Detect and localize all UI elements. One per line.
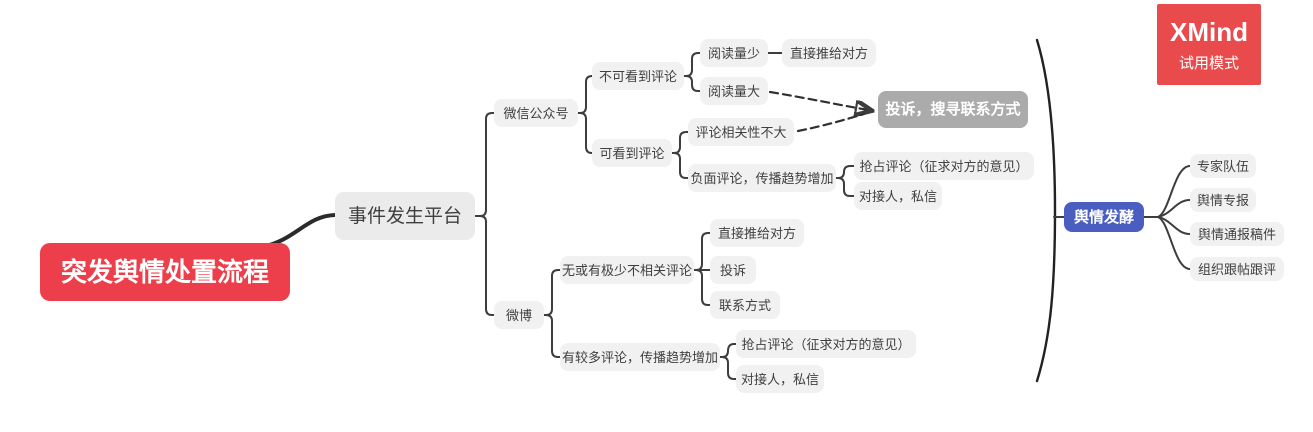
node-root-topic[interactable]: 突发舆情处置流程 [40,243,290,301]
node-contact-dm-2[interactable]: 对接人，私信 [736,365,824,393]
node-notification-draft[interactable]: 舆情通报稿件 [1190,222,1284,246]
node-event-platform[interactable]: 事件发生平台 [335,192,475,240]
node-low-reads[interactable]: 阅读量少 [700,39,768,67]
node-high-reads[interactable]: 阅读量大 [700,77,768,105]
node-many-comments-trend[interactable]: 有较多评论，传播趋势增加 [560,343,720,371]
node-push-directly-2[interactable]: 直接推给对方 [710,219,804,247]
node-contact-info[interactable]: 联系方式 [710,291,780,319]
node-push-directly-1[interactable]: 直接推给对方 [782,39,876,67]
solid-connectors [260,52,1191,380]
node-negative-comments-trend[interactable]: 负面评论，传播趋势增加 [688,164,836,192]
node-complain-search-contact-callout[interactable]: 投诉，搜寻联系方式 [878,91,1028,128]
node-few-irrelevant-comments[interactable]: 无或有极少不相关评论 [560,256,694,284]
node-comments-low-relevance[interactable]: 评论相关性不大 [688,118,794,146]
node-organize-follow-comments[interactable]: 组织跟帖跟评 [1190,257,1284,281]
node-weibo[interactable]: 微博 [494,301,544,329]
xmind-logo-text: XMind [1170,16,1248,47]
xmind-trial-mode-label: 试用模式 [1178,54,1239,72]
node-seize-comments-2[interactable]: 抢占评论（征求对方的意见） [736,330,916,358]
node-can-see-comments[interactable]: 可看到评论 [592,139,672,167]
summary-brace [1035,38,1065,383]
node-wechat-official-account[interactable]: 微信公众号 [494,99,578,127]
node-complain[interactable]: 投诉 [710,256,756,284]
node-expert-team[interactable]: 专家队伍 [1190,154,1256,178]
dashed-arrow-connectors [768,90,868,133]
node-seize-comments-1[interactable]: 抢占评论（征求对方的意见） [854,152,1034,180]
xmind-trial-watermark[interactable]: XMind 试用模式 [1157,4,1261,85]
node-cannot-see-comments[interactable]: 不可看到评论 [592,62,684,90]
node-opinion-fermentation[interactable]: 舆情发酵 [1064,202,1144,232]
node-opinion-report[interactable]: 舆情专报 [1190,188,1256,212]
node-contact-dm-1[interactable]: 对接人，私信 [854,182,942,210]
